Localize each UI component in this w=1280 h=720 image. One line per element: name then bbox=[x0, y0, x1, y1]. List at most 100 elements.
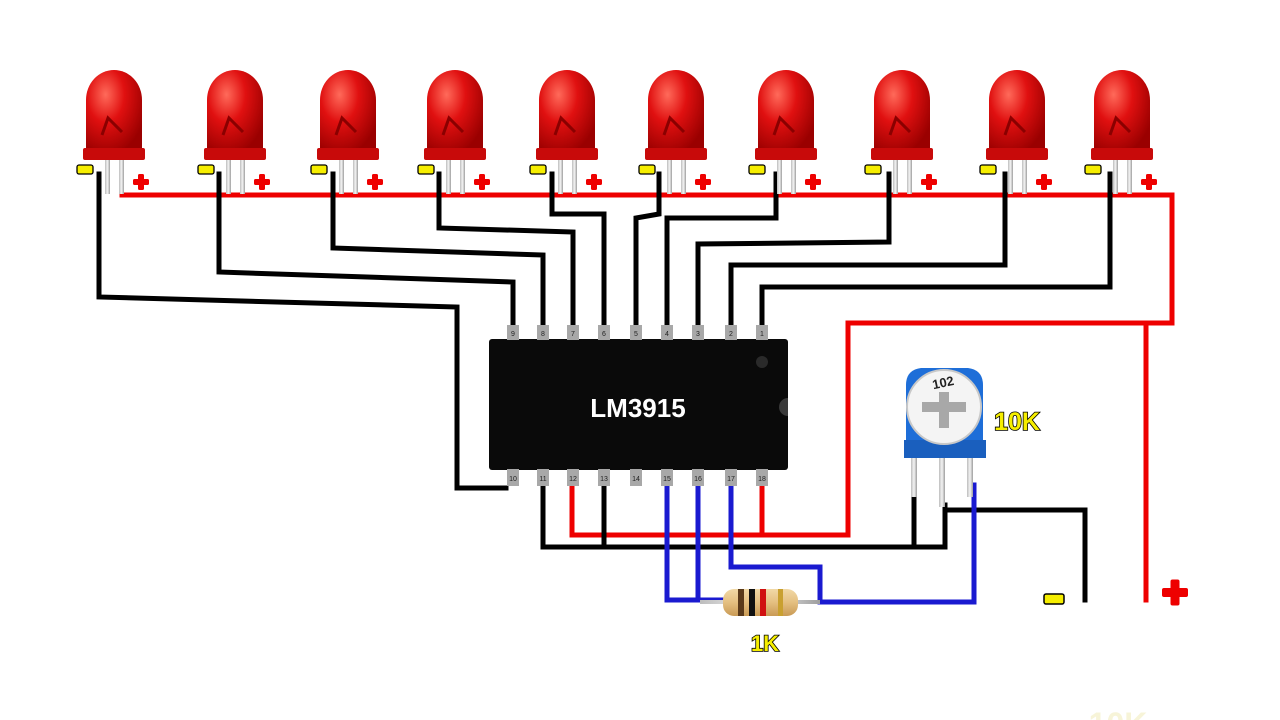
led-dome bbox=[1094, 70, 1150, 152]
led-anode-leg bbox=[791, 158, 796, 194]
led-dome bbox=[539, 70, 595, 152]
led-array bbox=[76, 70, 1157, 194]
led-5 bbox=[529, 70, 602, 194]
resistor-band-4 bbox=[778, 589, 783, 616]
led-anvil bbox=[772, 115, 796, 136]
led-plus-symbol bbox=[367, 174, 383, 190]
chip-bottom-pin-number: 18 bbox=[758, 476, 766, 483]
led-minus-symbol bbox=[979, 164, 997, 175]
chip-top-pin: 2 bbox=[725, 325, 737, 340]
led-rim bbox=[536, 148, 598, 160]
chip-top-pin-number: 4 bbox=[665, 331, 669, 338]
led-minus-symbol bbox=[529, 164, 547, 175]
pot-leg-left bbox=[911, 455, 917, 497]
led-anvil bbox=[1003, 115, 1027, 136]
pot-value-label: 10K bbox=[994, 408, 1040, 436]
led-anode-leg bbox=[460, 158, 465, 194]
led-rim bbox=[204, 148, 266, 160]
wire-pin17-pot bbox=[728, 482, 977, 605]
led-anvil bbox=[334, 115, 358, 136]
led-minus-symbol bbox=[638, 164, 656, 175]
potentiometer: 102 10K bbox=[904, 368, 1041, 507]
chip-top-pin: 3 bbox=[692, 325, 704, 340]
led-rim bbox=[1091, 148, 1153, 160]
led-plus-symbol bbox=[586, 174, 602, 190]
led-plus-symbol bbox=[921, 174, 937, 190]
led-dome bbox=[989, 70, 1045, 152]
chip-bottom-pin: 14 bbox=[630, 469, 642, 486]
led-plus-symbol bbox=[695, 174, 711, 190]
watermark: 10K bbox=[1089, 706, 1148, 720]
led-rim bbox=[986, 148, 1048, 160]
chip-body bbox=[489, 339, 788, 470]
led-cathode-leg bbox=[105, 158, 110, 194]
led-minus-symbol bbox=[310, 164, 328, 175]
led-anvil bbox=[221, 115, 245, 136]
chip-top-pin-number: 7 bbox=[571, 331, 575, 338]
chip-top-pin-number: 2 bbox=[729, 331, 733, 338]
led-9 bbox=[979, 70, 1052, 194]
led-dome bbox=[86, 70, 142, 152]
led-anode-leg bbox=[119, 158, 124, 194]
led-plus-symbol bbox=[1036, 174, 1052, 190]
chip-notch bbox=[779, 398, 788, 416]
chip-bottom-pin: 10 bbox=[507, 469, 519, 486]
led-cathode-leg bbox=[1113, 158, 1118, 194]
chip-bottom-pin-number: 13 bbox=[600, 476, 608, 483]
pot-leg-mid bbox=[939, 455, 945, 507]
led-dome bbox=[874, 70, 930, 152]
led-dome bbox=[427, 70, 483, 152]
led-cathode-leg bbox=[446, 158, 451, 194]
led-rim bbox=[317, 148, 379, 160]
chip-top-pin: 6 bbox=[598, 325, 610, 340]
wire-ground-bus bbox=[540, 484, 948, 550]
led-dome bbox=[320, 70, 376, 152]
led-minus-symbol bbox=[417, 164, 435, 175]
led-anode-leg bbox=[907, 158, 912, 194]
resistor-band-1 bbox=[738, 589, 744, 616]
led-anode-leg bbox=[1022, 158, 1027, 194]
chip-bottom-pin-number: 14 bbox=[632, 476, 640, 483]
chip-bottom-pin-number: 10 bbox=[509, 476, 517, 483]
chip-bottom-pin: 18 bbox=[756, 469, 768, 486]
chip-bottom-pin: 13 bbox=[598, 469, 610, 486]
led-minus-symbol bbox=[864, 164, 882, 175]
supply-plus-symbol bbox=[1162, 579, 1188, 606]
chip-bottom-pin-number: 11 bbox=[539, 476, 546, 483]
chip-bottom-pin-number: 17 bbox=[727, 476, 735, 483]
wire-led-5-cathode bbox=[549, 171, 607, 331]
led-cathode-leg bbox=[777, 158, 782, 194]
wire-led-6-cathode bbox=[633, 171, 662, 331]
led-minus-symbol bbox=[197, 164, 215, 175]
led-minus-symbol bbox=[748, 164, 766, 175]
chip-top-pin-number: 1 bbox=[760, 331, 764, 338]
led-anode-leg bbox=[681, 158, 686, 194]
power-supply-terminals bbox=[1043, 579, 1188, 606]
resistor-value-label: 1K bbox=[751, 631, 779, 656]
led-plus-symbol bbox=[805, 174, 821, 190]
pot-base bbox=[904, 440, 986, 458]
led-plus-symbol bbox=[133, 174, 149, 190]
chip-top-pin-number: 3 bbox=[696, 331, 700, 338]
led-rim bbox=[755, 148, 817, 160]
led-anode-leg bbox=[240, 158, 245, 194]
chip-bottom-pin-number: 12 bbox=[569, 476, 577, 483]
pin1-dot bbox=[756, 356, 768, 368]
chip-top-pin: 7 bbox=[567, 325, 579, 340]
led-10 bbox=[1084, 70, 1157, 194]
led-6 bbox=[638, 70, 711, 194]
chip-top-pin-number: 6 bbox=[602, 331, 606, 338]
chip-bottom-pin-number: 15 bbox=[663, 476, 671, 483]
wires bbox=[96, 171, 1175, 605]
supply-minus-symbol bbox=[1043, 593, 1065, 605]
wire-led-7-cathode bbox=[664, 171, 779, 331]
led-anvil bbox=[100, 115, 124, 136]
led-8 bbox=[864, 70, 937, 194]
led-4 bbox=[417, 70, 490, 194]
resistor-band-2 bbox=[749, 589, 755, 616]
led-rim bbox=[645, 148, 707, 160]
led-plus-symbol bbox=[254, 174, 270, 190]
led-cathode-leg bbox=[339, 158, 344, 194]
chip-bottom-pin: 15 bbox=[661, 469, 673, 486]
